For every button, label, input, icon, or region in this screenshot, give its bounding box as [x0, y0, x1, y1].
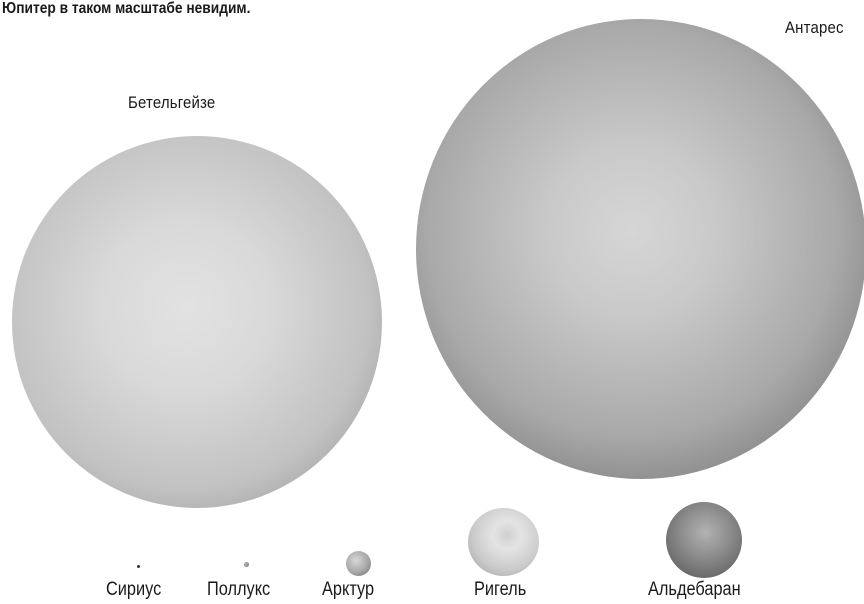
star-label-arcturus: Арктур [322, 579, 375, 600]
star-sirius [137, 565, 140, 568]
star-label-pollux: Поллукс [207, 579, 271, 600]
star-label-aldebaran: Альдебаран [648, 579, 741, 600]
star-betelgeuse [12, 136, 382, 508]
scale-caption: Юпитер в таком масштабе невидим. [2, 0, 251, 17]
star-label-betelgeuse: Бетельгейзе [128, 93, 216, 112]
star-antares [416, 19, 864, 479]
star-pollux [244, 562, 249, 567]
star-aldebaran [666, 502, 742, 578]
star-label-rigel: Ригель [474, 579, 527, 600]
star-arcturus [346, 551, 371, 576]
star-rigel [468, 508, 539, 576]
star-label-sirius: Сириус [106, 579, 162, 600]
star-label-antares: Антарес [785, 18, 844, 37]
